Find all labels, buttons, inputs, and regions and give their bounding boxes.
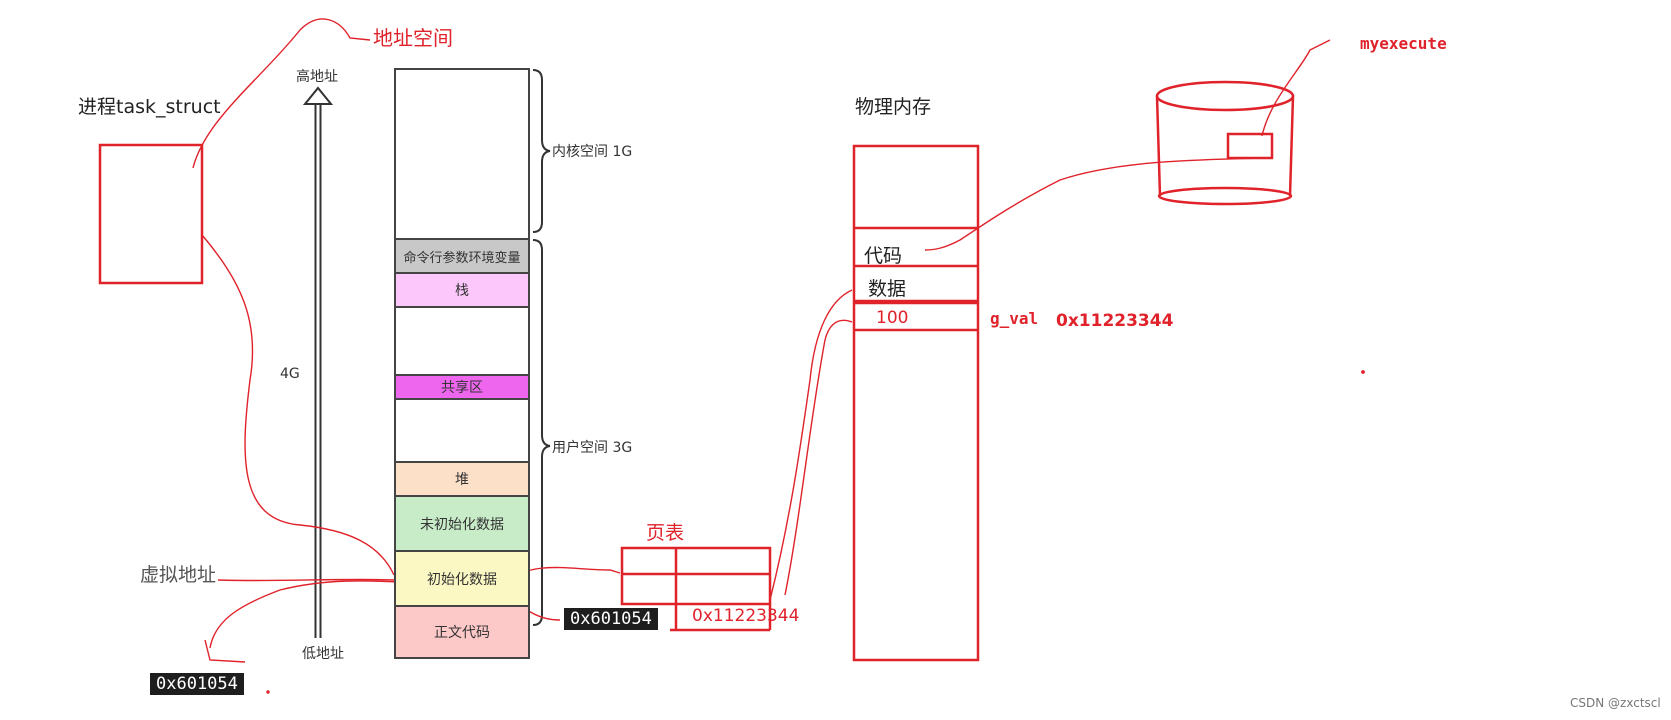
executable-label: myexecute bbox=[1360, 34, 1447, 53]
physical-memory-label: 物理内存 bbox=[855, 96, 932, 118]
segment-text: 正文代码 bbox=[394, 605, 530, 659]
virtual-hex-table: 0x601054 bbox=[564, 608, 658, 630]
user-space-label: 用户空间 3G bbox=[552, 440, 633, 456]
virtual-hex-bottom: 0x601054 bbox=[150, 673, 244, 695]
table-phys-address: 0x11223344 bbox=[692, 606, 800, 626]
low-address-label: 低地址 bbox=[302, 646, 344, 662]
segment-shared: 共享区 bbox=[394, 374, 530, 400]
segment-bss: 未初始化数据 bbox=[394, 495, 530, 552]
annotation-lines bbox=[192, 18, 1365, 694]
physical-memory-block bbox=[852, 144, 980, 662]
watermark: CSDN @zxctscl bbox=[1570, 696, 1661, 710]
segment-stack: 栈 bbox=[394, 272, 530, 308]
user-brace bbox=[532, 239, 551, 626]
segment-kernel bbox=[394, 68, 530, 240]
phys-address-label: 0x11223344 bbox=[1056, 311, 1174, 331]
process-label: 进程task_struct bbox=[78, 96, 221, 118]
page-table-label: 页表 bbox=[646, 522, 685, 544]
var-name-label: g_val bbox=[990, 309, 1039, 328]
virtual-address-label: 虚拟地址 bbox=[140, 564, 217, 586]
address-arrow bbox=[302, 86, 334, 638]
process-box bbox=[98, 143, 204, 285]
phys-data-label: 数据 bbox=[868, 278, 907, 300]
address-space-label: 地址空间 bbox=[373, 26, 453, 50]
size-4g-label: 4G bbox=[280, 366, 300, 382]
segment-data: 初始化数据 bbox=[394, 550, 530, 607]
kernel-space-label: 内核空间 1G bbox=[552, 144, 633, 160]
phys-code-label: 代码 bbox=[864, 245, 903, 267]
segment-heap: 堆 bbox=[394, 461, 530, 497]
segment-gap-upper bbox=[394, 306, 530, 376]
segment-gap-lower bbox=[394, 398, 530, 463]
kernel-brace bbox=[532, 69, 551, 233]
segment-cmdline-env: 命令行参数环境变量 bbox=[394, 238, 530, 274]
page-table-grid bbox=[620, 546, 772, 632]
disk-cylinder bbox=[1155, 80, 1295, 206]
phys-value-label: 100 bbox=[876, 308, 909, 328]
high-address-label: 高地址 bbox=[296, 69, 338, 85]
